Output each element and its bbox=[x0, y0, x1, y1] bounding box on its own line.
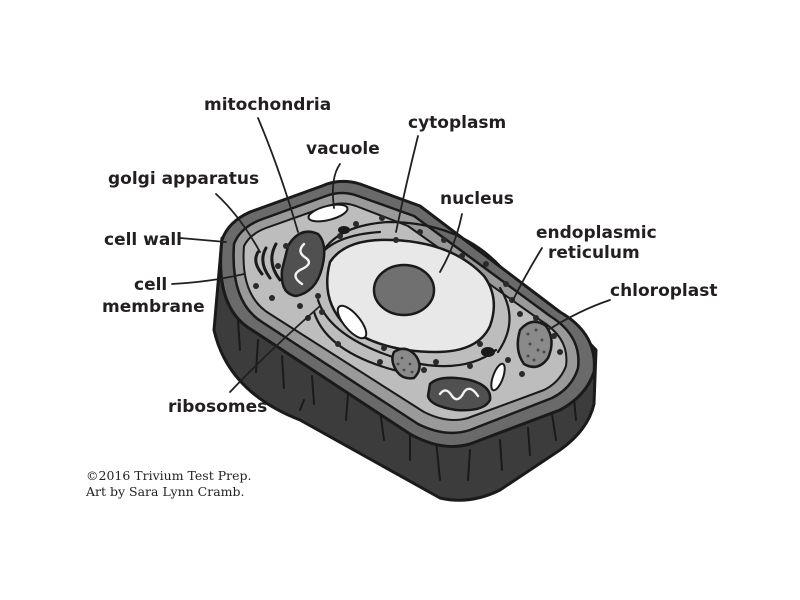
label-ribosomes: ribosomes bbox=[168, 397, 267, 417]
er-blob-top bbox=[338, 226, 350, 234]
label-cell: cell bbox=[134, 275, 167, 295]
label-cytoplasm: cytoplasm bbox=[408, 113, 506, 133]
vacuole bbox=[307, 203, 349, 223]
label-golgi-apparatus: golgi apparatus bbox=[108, 169, 259, 189]
label-chloroplast: chloroplast bbox=[610, 281, 717, 301]
nucleolus bbox=[372, 263, 436, 317]
golgi-apparatus bbox=[254, 242, 282, 282]
label-mitochondria: mitochondria bbox=[204, 95, 331, 115]
ribosomes bbox=[253, 215, 563, 377]
label-membrane: membrane bbox=[102, 297, 205, 317]
cell-wall-texture bbox=[237, 319, 577, 481]
credit-line-2: Art by Sara Lynn Cramb. bbox=[85, 484, 245, 499]
label-cell-wall: cell wall bbox=[104, 230, 182, 250]
mitochondrion-bottom bbox=[426, 376, 492, 412]
er-blob bbox=[481, 347, 495, 357]
label-vacuole: vacuole bbox=[306, 139, 380, 159]
label-reticulum: reticulum bbox=[548, 243, 640, 263]
vacuole-small-left bbox=[336, 304, 368, 340]
mitochondrion-left bbox=[280, 230, 326, 298]
label-endoplasmic: endoplasmic bbox=[536, 223, 657, 243]
chloroplast-bottom bbox=[391, 347, 421, 380]
label-nucleus: nucleus bbox=[440, 189, 514, 209]
credit-line-1: ©2016 Trivium Test Prep. bbox=[86, 468, 251, 483]
chloroplast-right bbox=[516, 320, 553, 369]
leader-lines bbox=[171, 117, 611, 393]
vacuole-small-right bbox=[490, 362, 506, 392]
